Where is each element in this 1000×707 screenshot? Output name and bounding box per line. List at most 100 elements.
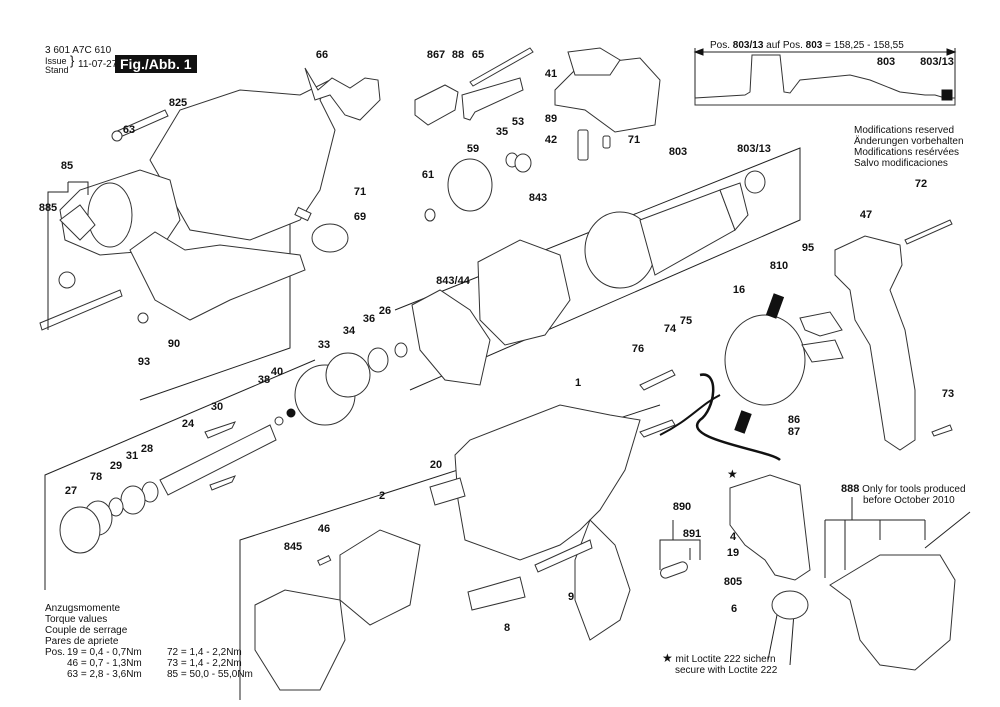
wire-drawing [924,511,971,549]
armature-dimension-detail [693,48,957,106]
part-label-35[interactable]: 35 [495,126,509,138]
torque-title: Couple de serrage [45,625,128,636]
part-label-8[interactable]: 8 [503,622,511,634]
part-label-6[interactable]: 6 [730,603,738,615]
part-label-825[interactable]: 825 [168,97,188,109]
part-label-9[interactable]: 9 [567,591,575,603]
bracket-line [824,497,926,578]
part-label-805[interactable]: 805 [723,576,743,588]
part-label-76[interactable]: 76 [631,343,645,355]
part-label-16[interactable]: 16 [732,284,746,296]
screw-drawing [931,424,953,437]
part-label-42[interactable]: 42 [544,134,558,146]
part-label-4[interactable]: 4 [729,531,737,543]
part-label-66[interactable]: 66 [315,49,329,61]
part-label-53[interactable]: 53 [511,116,525,128]
part-label-1[interactable]: 1 [574,377,582,389]
part-label-803-13[interactable]: 803/13 [737,143,771,155]
part-label-888[interactable]: 888 [841,483,860,495]
clip-drawing [204,421,236,439]
part-label-34[interactable]: 34 [342,325,356,337]
cable-clamp-drawing [660,561,688,579]
issue-brace: } [70,53,75,68]
part-label-24[interactable]: 24 [181,418,195,430]
torque-value: 85 = 50,0 - 55,0Nm [167,669,253,680]
part-label-73[interactable]: 73 [941,388,955,400]
part-label-40[interactable]: 40 [270,366,284,378]
part-label-2[interactable]: 2 [378,490,386,502]
part-label-31[interactable]: 31 [125,450,139,462]
part-label-891[interactable]: 891 [682,528,702,540]
end-bell-drawing [254,589,346,691]
washer-drawing [424,208,436,222]
label-drawing [534,539,593,573]
part-label-867[interactable]: 867 [426,49,446,61]
modifications-line: Salvo modificaciones [854,158,948,169]
switch-knob-drawing [311,223,349,253]
section-frame-line [44,359,316,590]
part-label-93[interactable]: 93 [137,356,151,368]
part-label-71[interactable]: 71 [353,186,367,198]
part-label-33[interactable]: 33 [317,339,331,351]
part-label-46[interactable]: 46 [317,523,331,535]
part-label-843[interactable]: 843 [528,192,548,204]
cable-drawing [659,394,721,436]
part-label-803-13-detail[interactable]: 803/13 [920,56,954,68]
part-label-88[interactable]: 88 [451,49,465,61]
part-label-890[interactable]: 890 [672,501,692,513]
part-label-41[interactable]: 41 [544,68,558,80]
part-label-19[interactable]: 19 [726,547,740,559]
dimension-prefix: Pos. [710,40,731,51]
star-icon: ★ [727,467,738,481]
part-label-85[interactable]: 85 [60,160,74,172]
modifications-note: Modifications reserved Änderungen vorbeh… [854,125,964,169]
part-label-26[interactable]: 26 [378,305,392,317]
alt-switch-drawing [829,554,956,671]
part-label-89[interactable]: 89 [544,113,558,125]
part-label-90[interactable]: 90 [167,338,181,350]
brush-holder-drawing [724,314,806,406]
part-label-845[interactable]: 845 [283,541,303,553]
part-label-47[interactable]: 47 [859,209,873,221]
part-label-87[interactable]: 87 [787,426,801,438]
bracket-line [47,181,89,330]
clip-drawing [209,475,237,491]
part-label-36[interactable]: 36 [362,313,376,325]
part-label-71[interactable]: 71 [627,134,641,146]
part-label-27[interactable]: 27 [64,485,78,497]
button-drawing [567,47,621,76]
part-label-803[interactable]: 803 [668,146,688,158]
modifications-line: Modifications reserved [854,125,955,136]
part-label-20[interactable]: 20 [429,459,443,471]
cover-plate-drawing [799,311,843,337]
housing-grip-drawing [574,519,631,641]
chuck-key-drawing [39,289,123,331]
part-label-95[interactable]: 95 [801,242,815,254]
part-label-75[interactable]: 75 [679,315,693,327]
part-label-38[interactable]: 38 [257,374,271,386]
loctite-line: secure with Loctite 222 [675,665,778,676]
part-label-74[interactable]: 74 [663,323,677,335]
part-label-885[interactable]: 885 [38,202,58,214]
part-label-65[interactable]: 65 [471,49,485,61]
carbon-brush-drawing [734,410,752,434]
part-label-29[interactable]: 29 [109,460,123,472]
gear-drawing [325,352,371,398]
part-label-843-44[interactable]: 843/44 [436,275,470,287]
part-label-61[interactable]: 61 [421,169,435,181]
part-label-810[interactable]: 810 [769,260,789,272]
part-label-803-detail[interactable]: 803 [876,56,896,68]
part-label-69[interactable]: 69 [353,211,367,223]
part-label-30[interactable]: 30 [210,401,224,413]
plate-drawing [461,77,524,121]
part-label-78[interactable]: 78 [89,471,103,483]
torque-row: 46 = 0,7 - 1,3Nm 73 = 1,4 - 2,2Nm [45,658,253,669]
part-label-86[interactable]: 86 [787,414,801,426]
stand-label: Stand [45,65,69,75]
gear-housing-drawing [59,78,336,256]
part-label-63[interactable]: 63 [122,124,136,136]
part-label-59[interactable]: 59 [466,143,480,155]
part-label-72[interactable]: 72 [914,178,928,190]
part-label-28[interactable]: 28 [140,443,154,455]
